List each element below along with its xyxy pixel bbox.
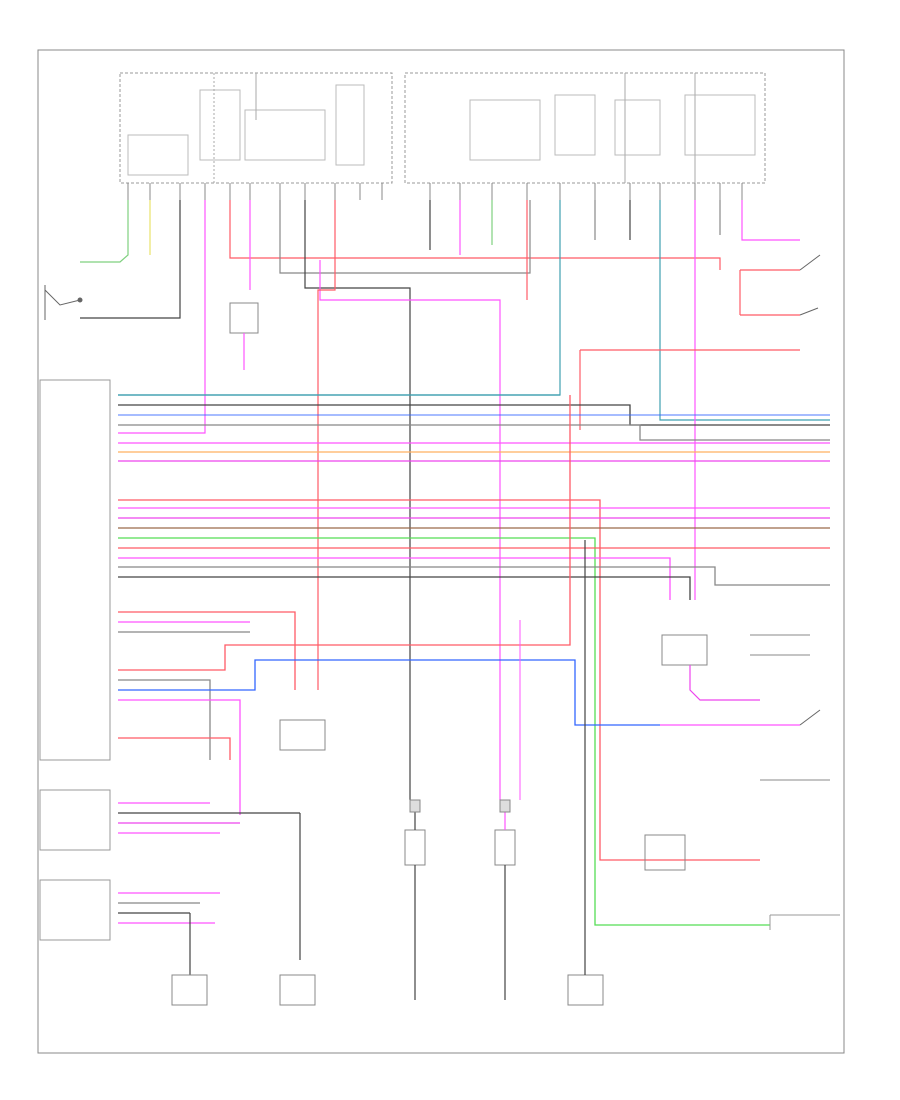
front-lamp — [404, 799, 426, 1000]
lower-right-splice — [644, 834, 686, 871]
bottom-left-switch — [171, 974, 208, 1006]
bus-wires — [118, 394, 830, 926]
left-splice — [229, 302, 259, 370]
top-left-module — [119, 72, 393, 184]
bottom-left2-switch — [279, 974, 316, 1006]
bottom-right-switch — [567, 540, 604, 1006]
rear-occupant-sensor — [39, 879, 220, 975]
right-switches — [760, 254, 830, 781]
ignition-switch — [44, 285, 83, 320]
right-relay — [660, 634, 810, 726]
top-wires — [80, 200, 830, 800]
front-occupant-sensor — [39, 789, 301, 960]
bottom-right-module — [769, 914, 840, 930]
diagram-frame — [37, 49, 845, 1054]
top-connector-pins — [127, 183, 743, 200]
top-right-module — [404, 72, 766, 184]
center-splice — [279, 719, 326, 751]
body-control-module — [39, 379, 111, 761]
rear-lamp — [494, 799, 516, 1000]
